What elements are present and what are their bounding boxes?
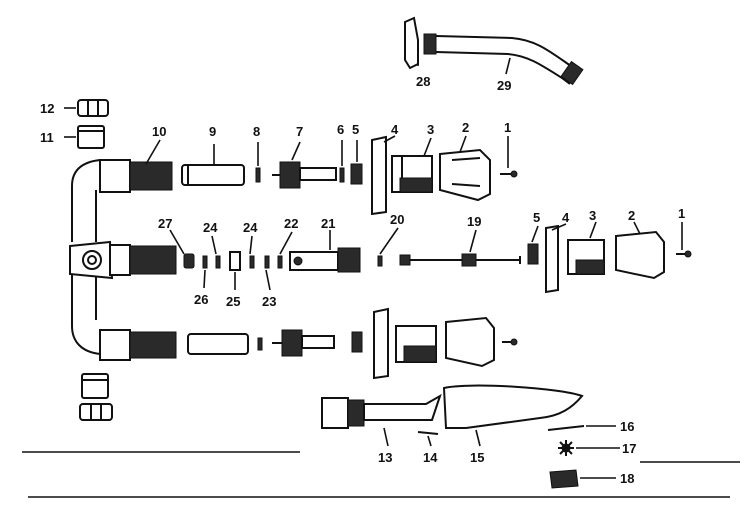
callout-4-top: 4 — [391, 122, 399, 137]
sleeve-middle — [567, 239, 605, 275]
callout-20: 20 — [390, 212, 404, 227]
escutcheon-middle — [545, 224, 559, 294]
callout-3-top: 3 — [427, 122, 434, 137]
callout-9: 9 — [209, 124, 216, 139]
callout-16: 16 — [620, 419, 634, 434]
packing-nut-5 — [350, 163, 363, 185]
gasket-14 — [417, 431, 439, 435]
callout-17: 17 — [622, 441, 636, 456]
washer-24b — [249, 255, 255, 269]
callout-7: 7 — [296, 124, 303, 139]
extension-tube-bottom — [187, 333, 249, 355]
callout-19: 19 — [467, 214, 481, 229]
washer-22 — [277, 255, 283, 269]
packing-nut-bottom — [351, 331, 363, 353]
sleeve-top — [391, 155, 433, 193]
callout-1-top: 1 — [504, 120, 511, 135]
callout-29: 29 — [497, 78, 511, 93]
callout-12: 12 — [40, 101, 54, 116]
callout-18: 18 — [620, 471, 634, 486]
callout-10: 10 — [152, 124, 166, 139]
callout-24-right: 24 — [243, 220, 258, 235]
washer-24a — [215, 255, 221, 269]
base-rules — [22, 451, 740, 498]
escutcheon-top — [371, 135, 387, 216]
packing-nut-5b — [527, 243, 539, 265]
callout-21: 21 — [321, 216, 335, 231]
union-nut-top — [77, 99, 109, 117]
cap-18 — [549, 469, 579, 489]
washer-6 — [339, 167, 345, 183]
callout-15: 15 — [470, 450, 484, 465]
callout-24-left: 24 — [203, 220, 218, 235]
handle-top — [439, 148, 491, 202]
callout-14: 14 — [423, 450, 438, 465]
washer-bottom — [257, 337, 263, 351]
nut-27 — [183, 253, 195, 269]
spacer-25 — [229, 251, 241, 271]
screw-top — [500, 170, 518, 178]
handle-middle — [615, 230, 665, 280]
pipe-nipple-bottom — [81, 373, 109, 399]
spout-pipe-13 — [321, 393, 442, 429]
callout-6: 6 — [337, 122, 344, 137]
extension-tube-top — [181, 164, 245, 186]
screw-bottom — [502, 338, 518, 346]
callout-5-top: 5 — [352, 122, 359, 137]
callout-23: 23 — [262, 294, 276, 309]
callout-28: 28 — [416, 74, 430, 89]
shower-arm — [435, 35, 584, 86]
washer-23 — [264, 255, 270, 269]
callout-27: 27 — [158, 216, 172, 231]
shower-flange — [404, 16, 437, 70]
diverter-rod-19 — [399, 253, 521, 267]
setscrew-16 — [547, 425, 585, 431]
valve-body — [69, 159, 177, 361]
star-washer-17 — [558, 440, 574, 456]
callout-13: 13 — [378, 450, 392, 465]
callout-22: 22 — [284, 216, 298, 231]
callout-2-middle: 2 — [628, 208, 635, 223]
stem-bottom — [272, 329, 335, 357]
sleeve-bottom — [395, 325, 437, 363]
washer-26 — [202, 255, 208, 269]
leader-lines — [64, 44, 683, 479]
union-nut-bottom — [79, 403, 113, 421]
stem-top — [272, 161, 337, 189]
callout-11: 11 — [40, 130, 54, 145]
screw-middle — [676, 250, 692, 258]
handle-bottom — [445, 316, 495, 368]
tub-spout-15 — [442, 384, 584, 429]
clip-20 — [377, 255, 383, 267]
callout-2-top: 2 — [462, 120, 469, 135]
callout-25: 25 — [226, 294, 240, 309]
callout-3-middle: 3 — [589, 208, 596, 223]
callout-4-middle: 4 — [562, 210, 570, 225]
callout-26: 26 — [194, 292, 208, 307]
washer-top — [255, 167, 261, 183]
diverter-stem-21 — [289, 247, 361, 273]
escutcheon-bottom — [373, 307, 389, 380]
callout-labels: 28 29 12 11 10 9 8 7 6 5 4 3 2 1 27 24 2… — [40, 74, 685, 486]
callout-1-middle: 1 — [678, 206, 685, 221]
pipe-nipple-top — [77, 125, 105, 149]
callout-8: 8 — [253, 124, 260, 139]
callout-5-middle: 5 — [533, 210, 540, 225]
